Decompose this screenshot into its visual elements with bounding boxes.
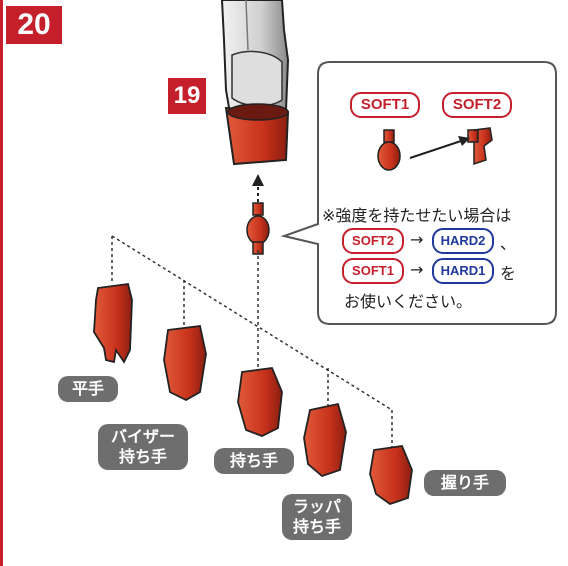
wrist-joint-icon xyxy=(246,174,270,255)
hand-label: 平手 xyxy=(58,376,118,402)
hand-label: 持ち手 xyxy=(214,448,294,474)
swap-arrow: → xyxy=(410,230,424,249)
soft1-tag: SOFT1 xyxy=(350,92,420,118)
robot-leg-icon xyxy=(220,0,290,166)
swap-from-tag: SOFT1 xyxy=(342,258,404,284)
step-number-badge: 20 xyxy=(6,6,62,44)
hand-part-icon xyxy=(93,283,413,505)
callout-note: お使いください。 xyxy=(344,292,473,311)
hand-label: バイザー 持ち手 xyxy=(98,424,188,470)
swap-suffix: 、 xyxy=(500,234,517,253)
reference-step-badge: 19 xyxy=(168,78,206,114)
peg-part-icon xyxy=(377,127,493,171)
callout-note: ※強度を持たせたい場合は xyxy=(322,206,512,225)
swap-arrow: → xyxy=(410,260,424,279)
hand-label: ラッパ 持ち手 xyxy=(282,494,352,540)
hand-guide-lines xyxy=(111,235,393,448)
swap-suffix: を xyxy=(500,264,517,283)
page-edge-line xyxy=(0,0,3,566)
swap-to-tag: HARD2 xyxy=(432,228,494,254)
swap-to-tag: HARD1 xyxy=(432,258,494,284)
soft2-tag: SOFT2 xyxy=(442,92,512,118)
hand-label: 握り手 xyxy=(424,470,506,496)
callout-bubble xyxy=(280,61,557,325)
swap-from-tag: SOFT2 xyxy=(342,228,404,254)
